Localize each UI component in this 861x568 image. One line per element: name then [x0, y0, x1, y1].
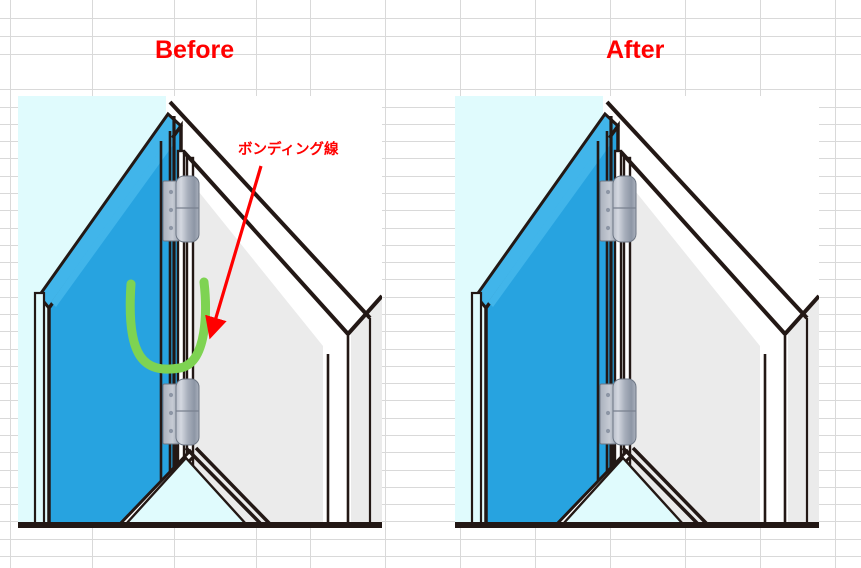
grid-row-line-0	[0, 18, 861, 19]
grid-row-line-5	[0, 124, 861, 125]
grid-row-line-4	[0, 107, 861, 108]
grid-row-line-17	[0, 331, 861, 332]
figure-after-diagram	[455, 96, 819, 530]
annotation-label-bonding-wire: ボンディング線	[238, 142, 339, 158]
annotation-arrow-bonding-wire	[205, 165, 263, 340]
grid-column-line-5	[385, 0, 386, 568]
panel-before-title: Before	[155, 36, 235, 64]
grid-row-line-27	[0, 504, 861, 505]
grid-row-line-28	[0, 521, 861, 522]
grid-row-line-22	[0, 418, 861, 419]
grid-row-line-19	[0, 366, 861, 367]
grid-row-line-20	[0, 383, 861, 384]
grid-row-line-15	[0, 297, 861, 298]
grid-row-line-21	[0, 400, 861, 401]
grid-row-line-24	[0, 452, 861, 453]
grid-row-line-8	[0, 176, 861, 177]
grid-column-line-0	[10, 0, 11, 568]
figure-before-diagram	[18, 96, 382, 530]
grid-row-line-29	[0, 539, 861, 540]
grid-column-line-11	[835, 0, 836, 568]
grid-row-line-16	[0, 314, 861, 315]
grid-row-line-23	[0, 435, 861, 436]
grid-row-line-12	[0, 245, 861, 246]
grid-row-line-11	[0, 228, 861, 229]
grid-row-line-25	[0, 470, 861, 471]
grid-row-line-9	[0, 193, 861, 194]
grid-row-line-1	[0, 36, 861, 37]
grid-row-line-6	[0, 141, 861, 142]
grid-row-line-2	[0, 54, 861, 55]
panel-after-title: After	[606, 36, 665, 64]
grid-row-line-18	[0, 349, 861, 350]
grid-row-line-14	[0, 279, 861, 280]
grid-row-line-26	[0, 487, 861, 488]
grid-row-line-10	[0, 210, 861, 211]
grid-row-line-3	[0, 89, 861, 90]
grid-row-line-13	[0, 262, 861, 263]
grid-row-line-7	[0, 158, 861, 159]
grid-row-line-30	[0, 556, 861, 557]
